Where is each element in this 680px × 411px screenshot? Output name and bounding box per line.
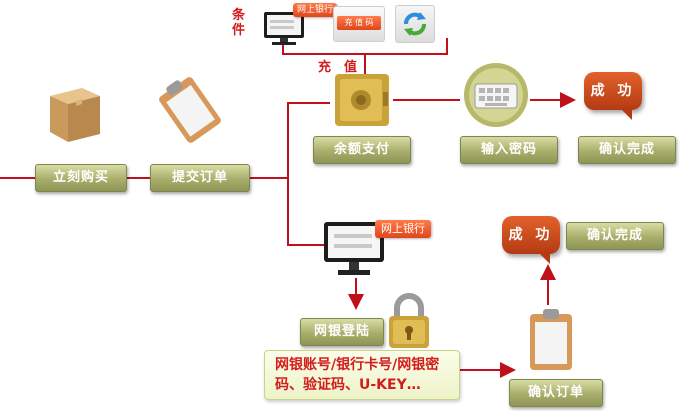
safe-icon (331, 70, 393, 132)
recharge-code-card: 充 值 码 (333, 6, 385, 42)
line-branch-top (287, 102, 330, 178)
credentials-box: 网银账号/银行卡号/网银密码、验证码、U-KEY… (264, 350, 460, 400)
bank-tag-small: 网上银行 (293, 3, 337, 17)
submit-order-button[interactable]: 提交订单 (150, 164, 250, 192)
confirm-order-button[interactable]: 确认订单 (509, 379, 603, 407)
bank-tag: 网上银行 (375, 220, 431, 238)
success-bubble-bottom: 成 功 (502, 216, 560, 264)
refresh-icon (395, 5, 435, 43)
netbank-login-button[interactable]: 网银登陆 (300, 318, 384, 346)
line-branch-bottom (287, 178, 326, 246)
cardboard-box-icon (42, 82, 106, 146)
clipboard-icon-bottom (524, 306, 578, 374)
condition-label: 条件 (232, 8, 246, 38)
recharge-label: 充 值 (318, 60, 358, 75)
clipboard-icon (152, 72, 228, 148)
balance-pay-button[interactable]: 余额支付 (313, 136, 411, 164)
recharge-code-tag: 充 值 码 (337, 16, 381, 30)
monitor-icon-small (262, 9, 322, 47)
buy-now-button[interactable]: 立刻购买 (35, 164, 127, 192)
padlock-icon (383, 290, 435, 352)
keyboard-icon (461, 60, 531, 130)
success-bubble-top: 成 功 (584, 72, 642, 120)
monitor-icon-large (322, 218, 392, 280)
confirm-done-bottom-button[interactable]: 确认完成 (566, 222, 664, 250)
confirm-done-top-button[interactable]: 确认完成 (578, 136, 676, 164)
enter-password-button[interactable]: 输入密码 (460, 136, 558, 164)
